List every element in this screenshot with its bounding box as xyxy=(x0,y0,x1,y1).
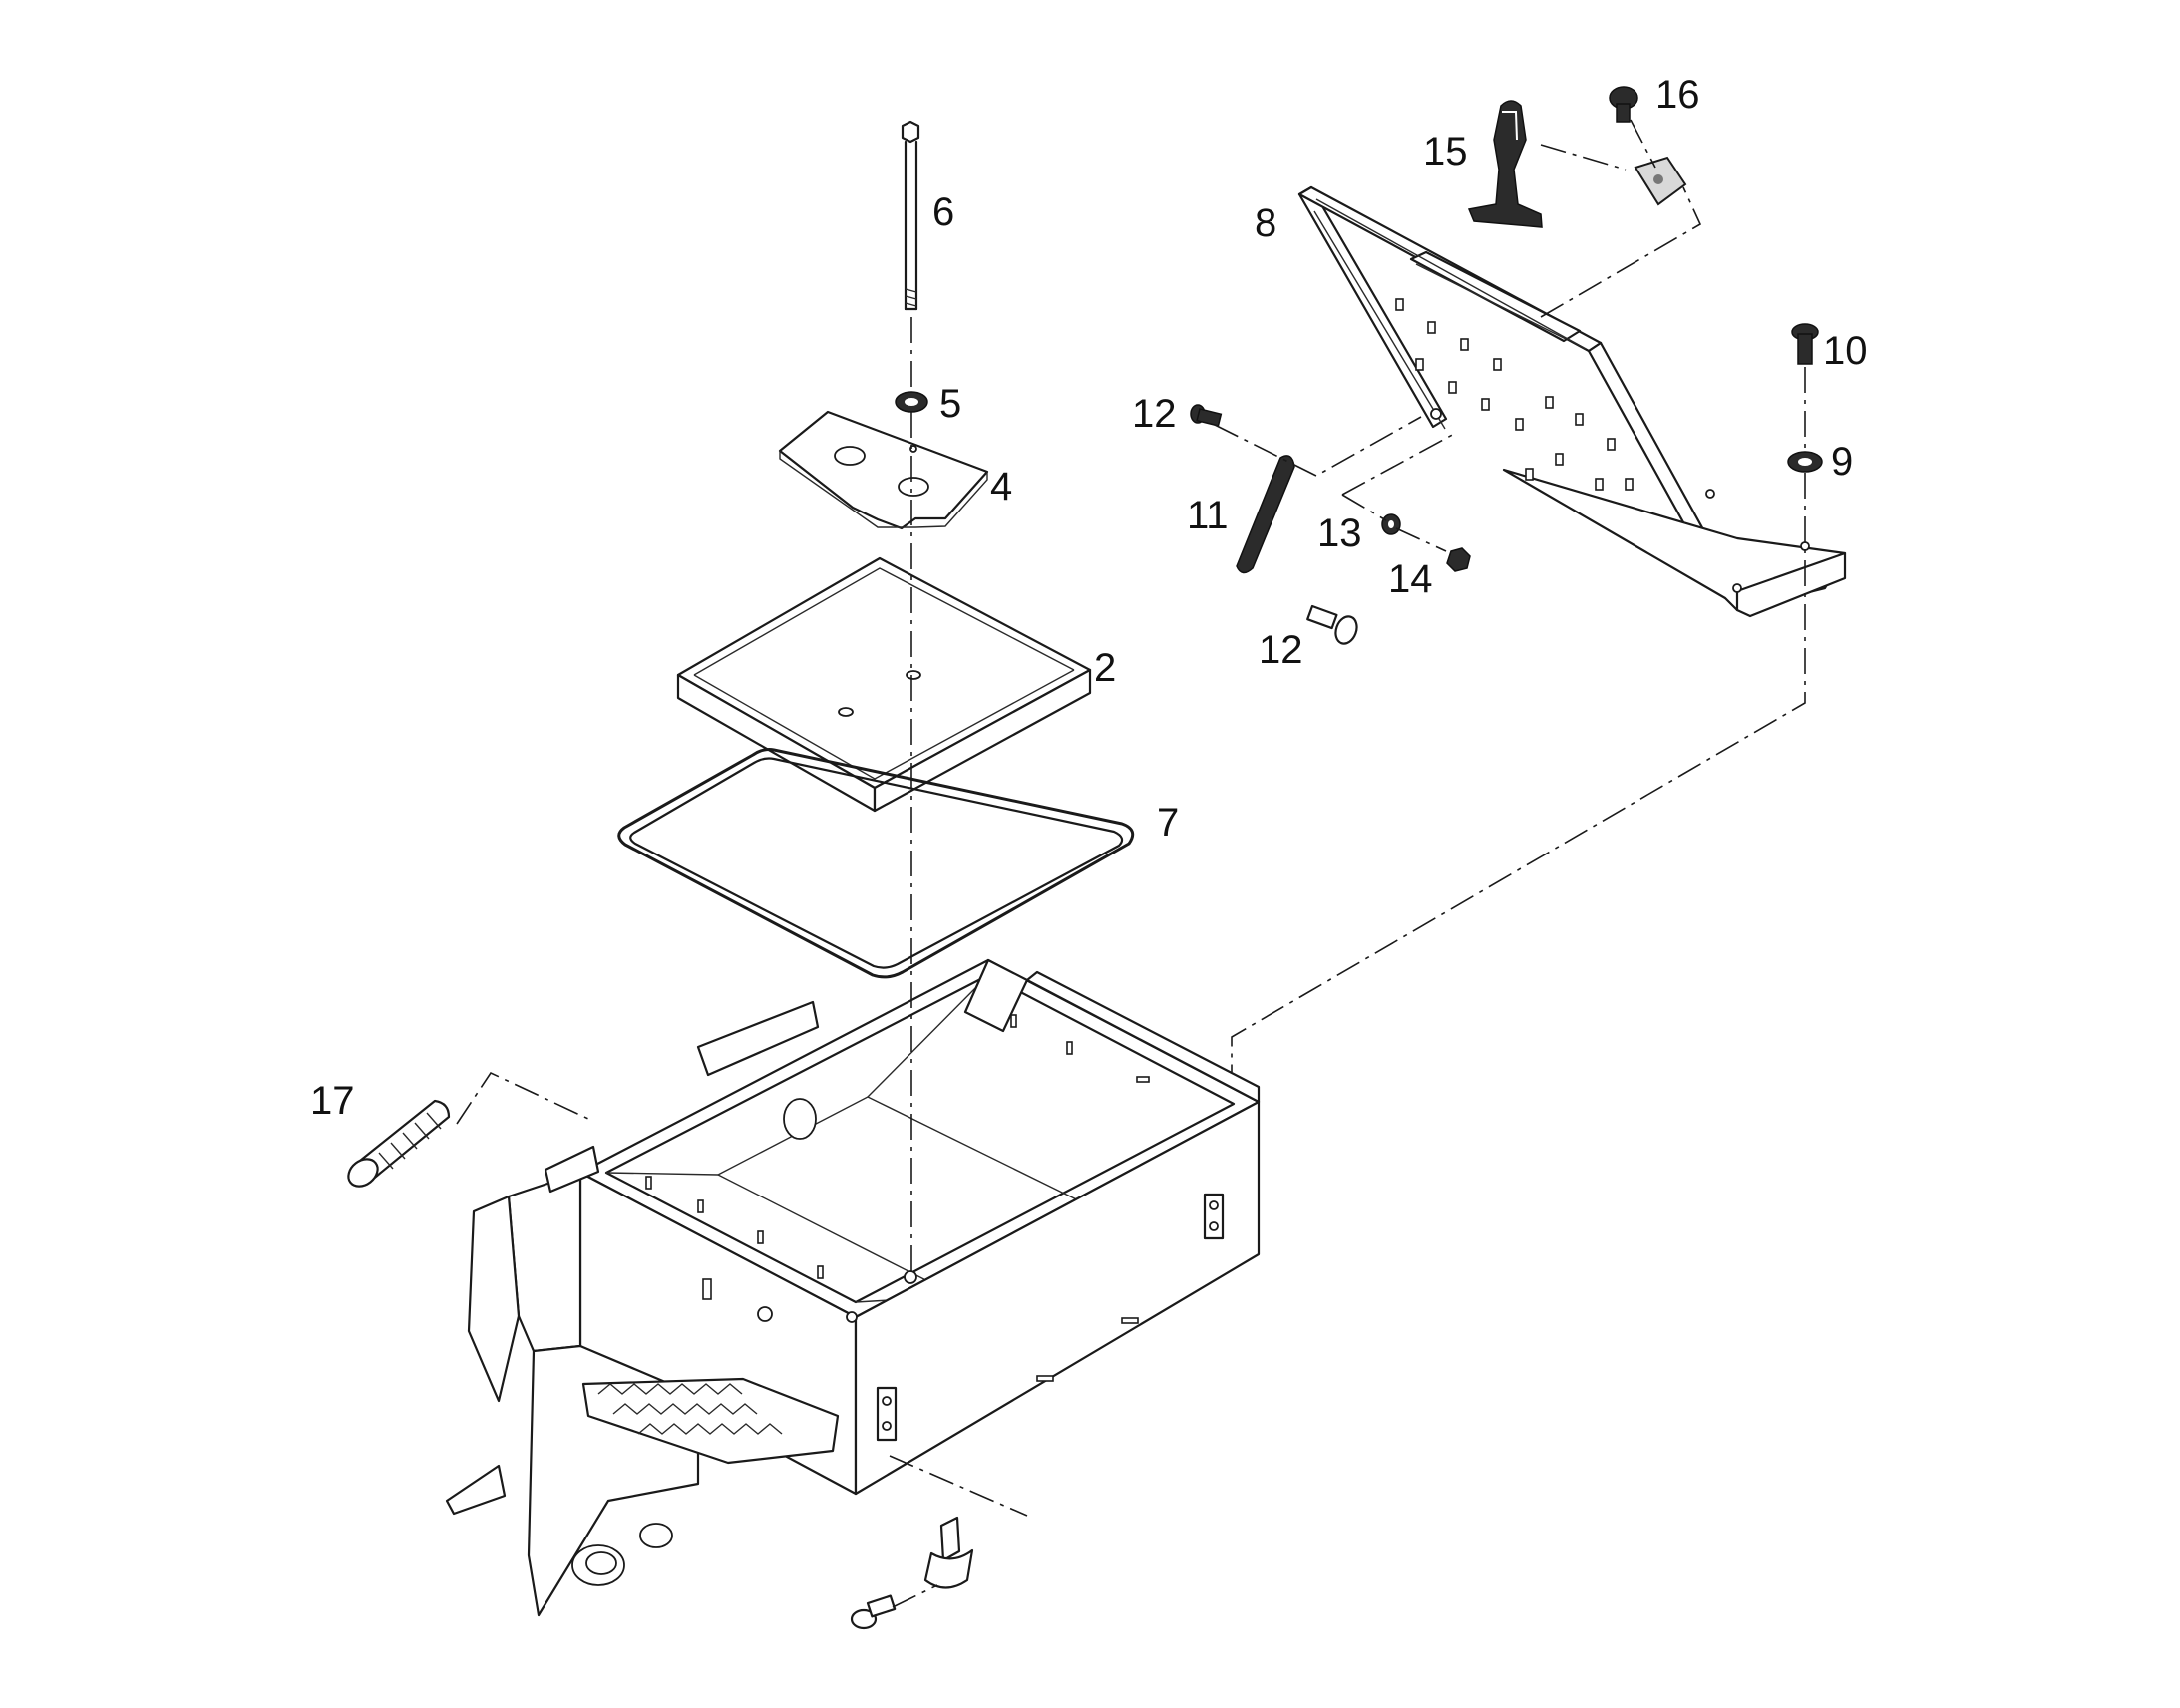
callout-part-12-lower: 12 xyxy=(1259,628,1303,672)
link-rod-part-11 xyxy=(1236,455,1295,574)
callout-part-17: 17 xyxy=(310,1079,355,1123)
callout-part-8: 8 xyxy=(1255,201,1276,245)
battery-tray-part-2 xyxy=(676,556,1092,813)
t-handle-part-15 xyxy=(1467,100,1543,228)
washer-part-9 xyxy=(1787,451,1823,473)
callout-part-14: 14 xyxy=(1388,557,1433,601)
callout-part-15: 15 xyxy=(1423,130,1468,173)
clamp-plate-part-4 xyxy=(778,410,989,530)
washer-part-13 xyxy=(1381,513,1401,535)
callout-part-10: 10 xyxy=(1823,329,1868,373)
pin-part-12-upper xyxy=(1190,404,1223,427)
assembly-lines xyxy=(456,119,1806,1608)
callout-part-12-upper: 12 xyxy=(1132,392,1177,436)
screw-part-16 xyxy=(1609,86,1638,123)
long-bolt-part-6 xyxy=(901,120,920,311)
callout-part-13: 13 xyxy=(1317,512,1362,555)
callout-labels: 2 4 5 6 7 8 9 10 11 12 12 13 14 15 16 17 xyxy=(310,73,1868,1123)
battery-box-frame xyxy=(445,958,1261,1617)
latch-bracket xyxy=(1634,156,1687,206)
callout-part-6: 6 xyxy=(932,190,954,234)
callout-part-4: 4 xyxy=(990,465,1012,509)
hold-down-frame-part-8 xyxy=(1297,185,1847,618)
callout-part-2: 2 xyxy=(1094,646,1116,690)
callout-part-5: 5 xyxy=(939,382,961,426)
mounting-bracket xyxy=(923,1516,974,1589)
callout-part-16: 16 xyxy=(1655,73,1700,117)
bolt-part-10 xyxy=(1791,323,1819,365)
pin-part-12-lower xyxy=(1306,604,1358,645)
threaded-stud-part-17 xyxy=(347,1099,451,1188)
nut-part-14 xyxy=(1446,547,1471,572)
washer-part-5 xyxy=(895,391,928,413)
gasket-ring-part-7 xyxy=(617,748,1135,979)
callout-part-7: 7 xyxy=(1157,801,1179,845)
callout-part-9: 9 xyxy=(1831,440,1853,484)
bracket-bolt xyxy=(850,1594,897,1630)
callout-part-11: 11 xyxy=(1187,494,1229,537)
